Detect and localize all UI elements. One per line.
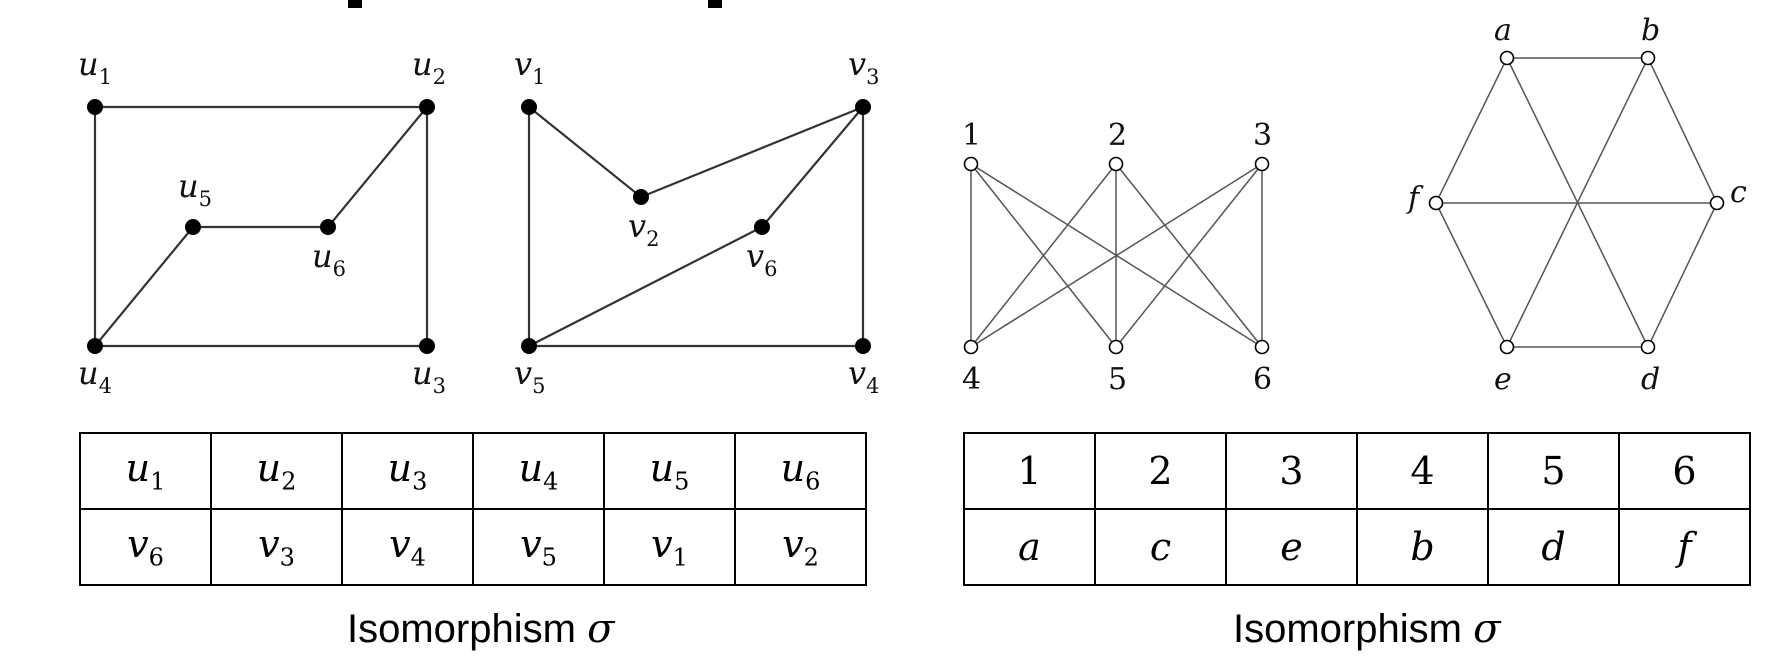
- table-cell: u5: [603, 432, 736, 510]
- table-cell: v5: [472, 508, 605, 586]
- vertex-v2: [633, 189, 649, 205]
- vertex-label-1: 1: [962, 118, 981, 153]
- edge-3-5: [1115, 163, 1263, 348]
- table-cell: v6: [79, 508, 212, 586]
- vertex-u1: [87, 99, 103, 115]
- vertex-label-4: 4: [962, 362, 981, 397]
- vertex-3: [1254, 156, 1270, 172]
- vertex-label-u1: u1: [78, 45, 112, 89]
- vertex-6: [1254, 339, 1270, 355]
- table-cell: u6: [734, 432, 867, 510]
- table-cell: 1: [963, 432, 1096, 510]
- table-cell: v1: [603, 508, 736, 586]
- vertex-label-v4: v4: [848, 354, 879, 398]
- vertex-label-u6: u6: [312, 237, 346, 281]
- edge-b-c: [1647, 57, 1718, 204]
- vertex-u3: [419, 338, 435, 354]
- graph-k33: 1 2 3 4 5 6: [962, 118, 1272, 397]
- edge-c-d: [1647, 202, 1718, 348]
- edge-2-4: [970, 163, 1117, 348]
- edge-v3-v6: [761, 106, 864, 228]
- table-cell: v3: [210, 508, 343, 586]
- vertex-b: [1640, 50, 1656, 66]
- table-cell: a: [963, 508, 1096, 586]
- vertex-c: [1709, 195, 1725, 211]
- vertex-v4: [855, 338, 871, 354]
- vertex-label-3: 3: [1253, 118, 1272, 153]
- graph-h: v1 v2 v3 v4 v5 v6: [514, 45, 879, 398]
- edge-3-4: [970, 163, 1263, 348]
- table-row: a c e b d f: [963, 508, 1751, 586]
- vertex-2: [1108, 156, 1124, 172]
- vertex-label-v3: v3: [848, 45, 879, 89]
- vertex-u4: [87, 338, 103, 354]
- vertex-1: [963, 156, 979, 172]
- table-cell: 5: [1487, 432, 1620, 510]
- vertex-label-u2: u2: [412, 45, 446, 89]
- edge-u6-u2: [327, 106, 428, 228]
- table-cell: u4: [472, 432, 605, 510]
- vertex-u6: [320, 219, 336, 235]
- vertex-label-6: 6: [1253, 362, 1272, 397]
- vertex-label-u3: u3: [412, 354, 446, 398]
- table-cell: u1: [79, 432, 212, 510]
- vertex-e: [1499, 339, 1515, 355]
- vertex-label-v2: v2: [628, 207, 659, 251]
- table-row: u1 u2 u3 u4 u5 u6: [79, 432, 867, 510]
- edge-e-f: [1435, 202, 1508, 348]
- table-cell: e: [1225, 508, 1358, 586]
- isomorphism-table-left: u1 u2 u3 u4 u5 u6 v6 v3 v4 v5 v1 v2: [79, 432, 867, 586]
- vertex-label-u4: u4: [78, 354, 112, 398]
- caption-right: Isomorphism σ: [1233, 606, 1501, 652]
- vertex-label-u5: u5: [178, 167, 212, 211]
- edge-u4-u5: [94, 226, 194, 347]
- caption-left: Isomorphism σ: [347, 606, 615, 652]
- table-cell: v2: [734, 508, 867, 586]
- vertex-label-v5: v5: [514, 354, 545, 398]
- vertex-label-d: d: [1641, 362, 1660, 397]
- vertex-v1: [521, 99, 537, 115]
- vertex-v5: [521, 338, 537, 354]
- vertex-v6: [754, 219, 770, 235]
- vertex-label-f: f: [1406, 181, 1424, 216]
- edge-v1-v2: [528, 106, 642, 198]
- vertex-label-v1: v1: [514, 45, 545, 89]
- table-cell: b: [1356, 508, 1489, 586]
- vertex-label-c: c: [1730, 175, 1747, 210]
- table-cell: d: [1487, 508, 1620, 586]
- table-row: 1 2 3 4 5 6: [963, 432, 1751, 510]
- table-cell: 4: [1356, 432, 1489, 510]
- vertex-v3: [855, 99, 871, 115]
- vertex-label-5: 5: [1108, 362, 1127, 397]
- clipped-title-fragment: [348, 0, 362, 8]
- edge-v5-v6: [528, 226, 763, 347]
- vertex-d: [1640, 339, 1656, 355]
- graph-g: u1 u2 u3 u4 u5 u6: [78, 45, 446, 398]
- edge-v2-v3: [640, 105, 864, 199]
- edge-f-a: [1435, 57, 1508, 204]
- table-cell: f: [1618, 508, 1751, 586]
- vertex-u2: [419, 99, 435, 115]
- vertex-u5: [185, 219, 201, 235]
- table-cell: c: [1094, 508, 1227, 586]
- vertex-a: [1499, 50, 1515, 66]
- table-row: v6 v3 v4 v5 v1 v2: [79, 508, 867, 586]
- vertex-f: [1428, 195, 1444, 211]
- vertex-label-a: a: [1494, 13, 1512, 48]
- table-cell: u3: [341, 432, 474, 510]
- clipped-title-fragment: [708, 0, 722, 8]
- table-cell: v4: [341, 508, 474, 586]
- table-cell: u2: [210, 432, 343, 510]
- vertex-4: [963, 339, 979, 355]
- graph-hexagon: a b c d e f: [1406, 13, 1747, 397]
- vertex-label-v6: v6: [746, 237, 777, 281]
- vertex-label-b: b: [1641, 13, 1660, 48]
- isomorphism-table-right: 1 2 3 4 5 6 a c e b d f: [963, 432, 1751, 586]
- table-cell: 6: [1618, 432, 1751, 510]
- table-cell: 3: [1225, 432, 1358, 510]
- table-cell: 2: [1094, 432, 1227, 510]
- vertex-5: [1108, 339, 1124, 355]
- vertex-label-e: e: [1494, 362, 1512, 397]
- vertex-label-2: 2: [1108, 118, 1127, 153]
